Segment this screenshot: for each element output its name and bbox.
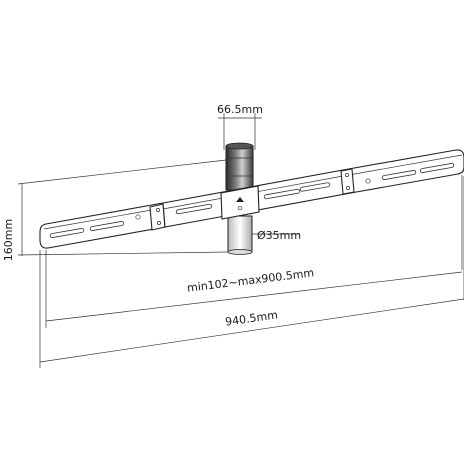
left-arm-hole [135,214,141,220]
left-arm [39,202,166,249]
right-arm-screw [345,173,349,177]
height-dimension: 160mm [2,159,229,261]
pole-top-cap [225,142,254,150]
left-arm-slot [89,220,125,232]
right-arm-screw [346,186,350,190]
pole-clamp-upper [225,145,254,191]
right-arm-slot [381,169,417,181]
right-arm-edge [342,154,463,177]
extension-line [17,251,229,256]
adjustable-range-label: min102~max900.5mm [186,266,314,294]
left-arm-screw [157,221,161,225]
right-arm-hole [365,178,371,184]
left-arm-edge [43,207,164,230]
height-label: 160mm [2,219,15,261]
hub-screw [237,205,243,211]
left-arm-slot [49,227,85,239]
pole-width-label: 66.5mm [217,103,263,116]
arrow-up-icon [236,197,244,202]
center-bar-slot [299,182,331,192]
pole-width-dimension: 66.5mm [217,103,263,150]
right-arm-end-cap [340,168,355,195]
left-arm-screw [156,208,160,212]
right-arm-slot [419,162,455,174]
dimension-line [39,298,464,363]
extension-line [17,159,227,185]
pole-diameter-dimension: Ø35mm [252,229,301,242]
center-hub [220,185,260,220]
dimension-line [45,271,463,322]
center-bar-slot [263,188,301,200]
right-arm [340,149,464,195]
left-arm-end-cap [149,203,166,231]
center-bar [162,169,346,228]
overall-width-label: 940.5mm [224,308,278,328]
pole-bottom-cap [227,249,253,255]
pole-lower [227,215,253,253]
center-bar-slot [175,203,213,215]
pole-diameter-label: Ø35mm [257,229,301,242]
